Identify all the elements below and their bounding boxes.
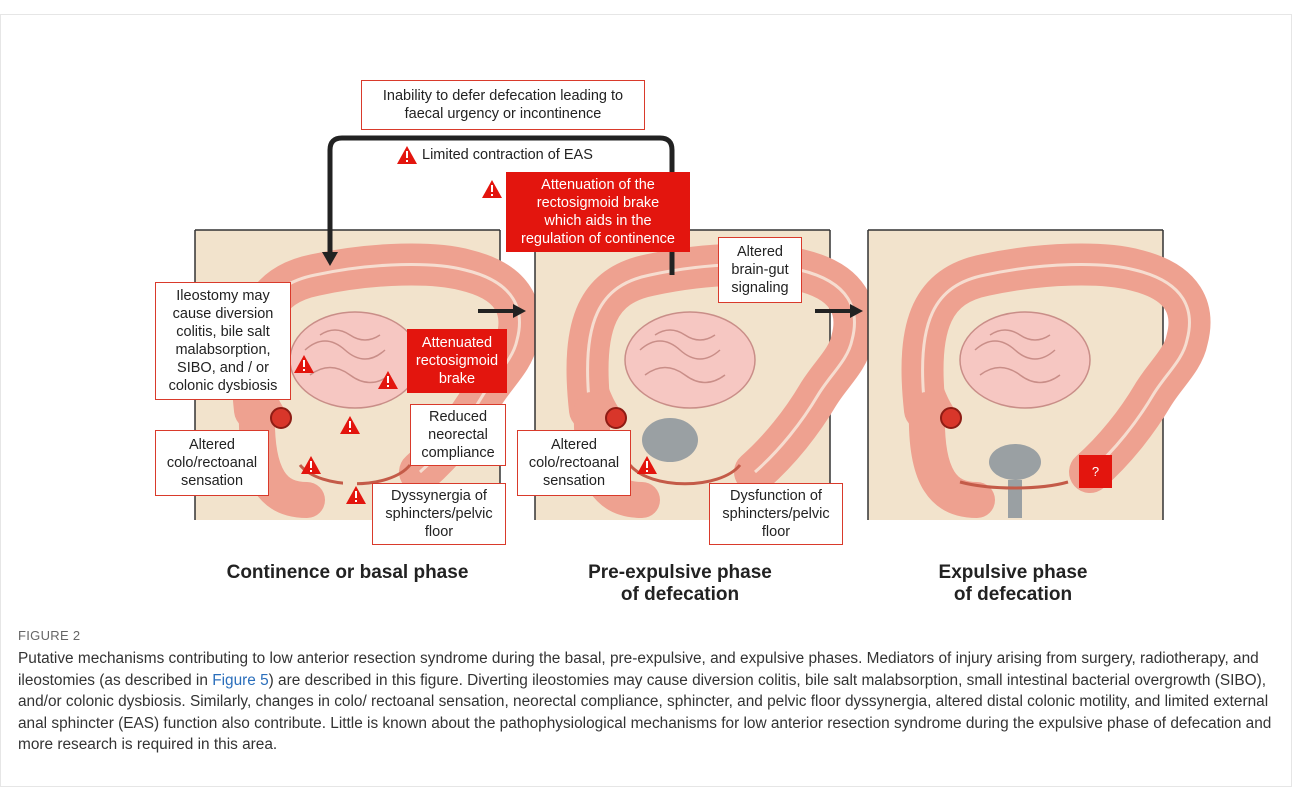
figure-5-link[interactable]: Figure 5 — [212, 672, 268, 689]
warning-icon — [293, 354, 315, 374]
dysfunction-box: Dysfunction of sphincters/pelvic floor — [709, 483, 843, 545]
warning-icon — [481, 179, 503, 199]
phase-title-expulsive: Expulsive phase of defecation — [878, 562, 1148, 606]
warning-icon — [636, 455, 658, 475]
attenuated-brake-box: Attenuated rectosigmoid brake — [407, 329, 507, 393]
ileostomy-box: Ileostomy may cause diversion colitis, b… — [155, 282, 291, 400]
figure-label: FIGURE 2 — [18, 628, 80, 643]
warning-icon — [377, 370, 399, 390]
urgency-box: Inability to defer defecation leading to… — [361, 80, 645, 130]
eas-label: Limited contraction of EAS — [422, 147, 593, 163]
warning-icon — [339, 415, 361, 435]
unknown-box: ? — [1079, 455, 1112, 488]
brain-gut-box: Altered brain-gut signaling — [718, 237, 802, 303]
figure-caption: Putative mechanisms contributing to low … — [18, 648, 1276, 756]
dyssynergia-box: Dyssynergia of sphincters/pelvic floor — [372, 483, 506, 545]
panel-3-body — [868, 230, 1189, 520]
phase-title-basal: Continence or basal phase — [195, 562, 500, 584]
altered-sensation-box-2: Altered colo/rectoanal sensation — [517, 430, 631, 496]
warning-icon — [300, 455, 322, 475]
phase-title-pre-expulsive: Pre-expulsive phase of defecation — [545, 562, 815, 606]
reduced-compliance-box: Reduced neorectal compliance — [410, 404, 506, 466]
attenuation-box: Attenuation of the rectosigmoid brake wh… — [506, 172, 690, 252]
warning-icon — [396, 145, 418, 165]
warning-icon — [345, 485, 367, 505]
altered-sensation-box-1: Altered colo/rectoanal sensation — [155, 430, 269, 496]
